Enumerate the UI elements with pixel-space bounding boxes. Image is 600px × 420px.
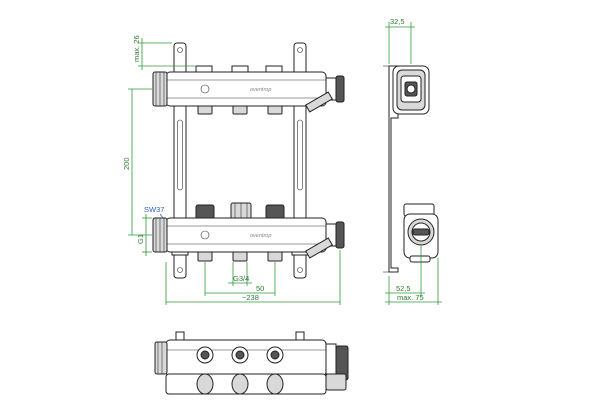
dim-238: ~238: [242, 293, 259, 302]
side-dimensions: 32,5 52,5 max. 75: [385, 17, 442, 305]
side-lower-body: [403, 203, 439, 263]
top-ports-upper: [196, 346, 284, 364]
dim-32-5: 32,5: [390, 17, 405, 26]
dim-max-75: max. 75: [397, 293, 424, 302]
side-view: 32,5 52,5 max. 75: [383, 17, 442, 305]
lower-manifold: oventrop: [152, 202, 345, 262]
front-view: oventrop oventrop: [122, 35, 345, 305]
callout-sw37: SW37: [144, 205, 164, 214]
dim-g34: G3/4: [233, 274, 249, 283]
upper-brand-label: oventrop: [250, 87, 271, 93]
dim-max-26: max. 26: [132, 35, 141, 62]
dim-50: 50: [256, 284, 264, 293]
dim-52-5: 52,5: [396, 284, 411, 293]
lower-brand-label: oventrop: [250, 233, 271, 239]
side-upper-body: [392, 65, 430, 115]
dim-200: 200: [122, 157, 131, 170]
dim-g1: G1: [136, 234, 145, 244]
top-ports-lower: [196, 373, 284, 395]
top-view: [154, 331, 349, 395]
upper-manifold: oventrop: [152, 65, 345, 115]
front-dimensions: max. 26 200 G1 SW37 G3/4 50 ~238: [122, 35, 341, 305]
